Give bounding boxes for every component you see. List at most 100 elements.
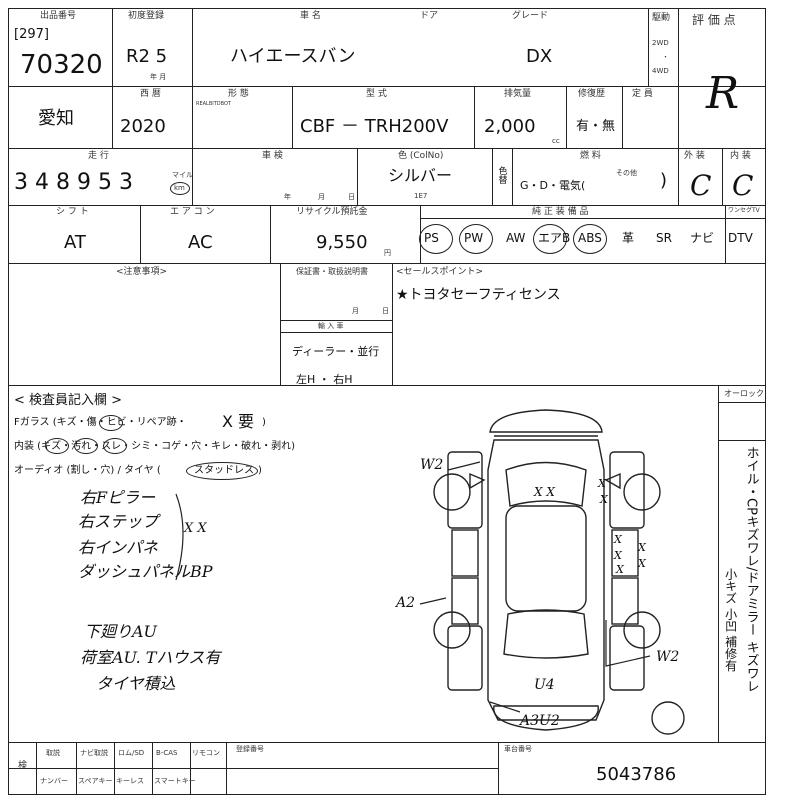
lot-number: 70320: [20, 50, 103, 80]
ac-value: AC: [188, 232, 213, 253]
warranty-month: 月: [352, 307, 359, 315]
int-grade: C: [732, 169, 754, 202]
drive-2wd: 2WD: [652, 39, 669, 47]
col-line: [190, 742, 191, 795]
col-line: [280, 263, 281, 385]
ext-label: 外 装: [684, 151, 705, 161]
shift-label: シ フ ト: [56, 207, 89, 217]
equipment-item: DTV: [728, 231, 753, 245]
footer-item: ナンバー: [40, 777, 68, 785]
col-line: [192, 148, 193, 205]
check-label: 検: [18, 761, 28, 771]
col-line: [474, 86, 475, 148]
damage-mark: X: [614, 533, 622, 546]
inspection-title: < 検査員記入欄 >: [14, 393, 123, 408]
first-reg-unit: 年 月: [150, 73, 167, 81]
import-label: 輸 入 車: [318, 322, 344, 330]
serial-label: 登録番号: [236, 745, 264, 753]
damage-mark: X: [616, 563, 624, 576]
row-line: [8, 86, 766, 87]
row-line: [8, 742, 766, 743]
door-label: ドア: [420, 11, 439, 21]
car-name-label: 車 名: [300, 11, 321, 21]
footer-item: スペアキー: [78, 777, 113, 785]
first-reg-label: 初度登録: [128, 11, 165, 21]
fuel-label: 燃 料: [580, 151, 601, 161]
repair-value: 有・無: [576, 119, 616, 134]
col-line: [112, 8, 113, 86]
equipment-item: ナビ: [690, 231, 715, 245]
footer-item: スマートキー: [154, 777, 196, 785]
import-value: ディーラー・並行: [292, 345, 380, 358]
damage-mark: X: [614, 549, 622, 562]
year-label: 西 暦: [140, 89, 161, 99]
col-line: [512, 148, 513, 205]
row-line: [8, 385, 766, 386]
circle-mark: [45, 438, 69, 454]
steering-value: 左H ・ 右H: [296, 373, 353, 386]
col-line: [492, 148, 493, 205]
km-unit-circle: [170, 182, 190, 195]
footer-item: ナビ取説: [80, 749, 108, 757]
lot-label: 出品番号: [40, 11, 77, 21]
color-label: 色 (ColNo): [398, 151, 444, 161]
col-line: [678, 148, 679, 205]
sheet-frame: [8, 8, 766, 795]
mile-unit: マイル: [172, 171, 193, 179]
color-value: シルバー: [388, 166, 453, 185]
disp-label: 排気量: [504, 89, 532, 99]
col-line: [152, 742, 153, 795]
shape-label: 形 態: [228, 89, 249, 99]
notes-label: <注意事項>: [116, 267, 168, 277]
equipment-circle: [573, 224, 607, 254]
col-line: [226, 742, 227, 795]
fuel-value: G・D・電気(: [520, 179, 586, 192]
row-line: [8, 205, 766, 206]
note-line: 下廻りAU: [84, 622, 158, 641]
row-line: [8, 768, 498, 769]
equipment-circle: [419, 224, 453, 254]
col-line: [725, 205, 726, 263]
footer-item: 取説: [46, 749, 60, 757]
score-label: 評 価 点: [692, 13, 736, 27]
fuel-close: ): [660, 170, 668, 191]
dtv-label: ワンセグTV: [728, 207, 760, 214]
windshield-mark: X 要: [222, 412, 255, 431]
side-note-sub: 小キズ 小凹 補修有: [723, 568, 738, 672]
footer-item: リモコン: [192, 749, 220, 757]
footer-item: キーレス: [116, 777, 144, 785]
frame-number: 5043786: [596, 764, 677, 785]
col-line: [357, 148, 358, 205]
warranty-label: 保証書・取扱説明書: [296, 267, 368, 276]
ext-grade: C: [690, 169, 712, 202]
note-line: 右インパネ: [78, 538, 159, 557]
shaken-label: 車 検: [262, 151, 283, 161]
warranty-day: 日: [382, 307, 389, 315]
notes-mark: X X: [184, 521, 207, 536]
shaken-day: 日: [348, 193, 355, 201]
model-label: 型 式: [366, 89, 387, 99]
interior-line: 内装 (キズ・汚れ・スレ・シミ・コゲ・穴・キレ・破れ・剥れ): [14, 441, 295, 452]
col-line: [566, 86, 567, 148]
col-line: [270, 205, 271, 263]
shaken-month: 月: [318, 193, 325, 201]
col-line: [292, 86, 293, 148]
footer-item: ロム/SD: [118, 749, 145, 757]
first-reg-value: R2 5: [126, 46, 168, 67]
circle-mark: [99, 415, 123, 431]
mileage-label: 走 行: [88, 151, 109, 161]
col-line: [722, 148, 723, 205]
col-line: [76, 742, 77, 795]
circle-mark: [74, 438, 98, 454]
col-line: [114, 742, 115, 795]
row-line: [280, 320, 392, 321]
shaken-year: 年: [284, 193, 291, 201]
odometer-label: オーロック: [724, 389, 764, 398]
equipment-item: SR: [656, 231, 672, 245]
circle-mark: [103, 438, 127, 454]
mileage: 3 4 8 9 5 3: [14, 170, 133, 195]
km-unit: km: [174, 184, 185, 192]
displacement: 2,000: [484, 116, 536, 137]
damage-mark: X: [638, 541, 646, 554]
audio-tire-line: オーディオ (割し・穴) / タイヤ (: [14, 465, 161, 476]
